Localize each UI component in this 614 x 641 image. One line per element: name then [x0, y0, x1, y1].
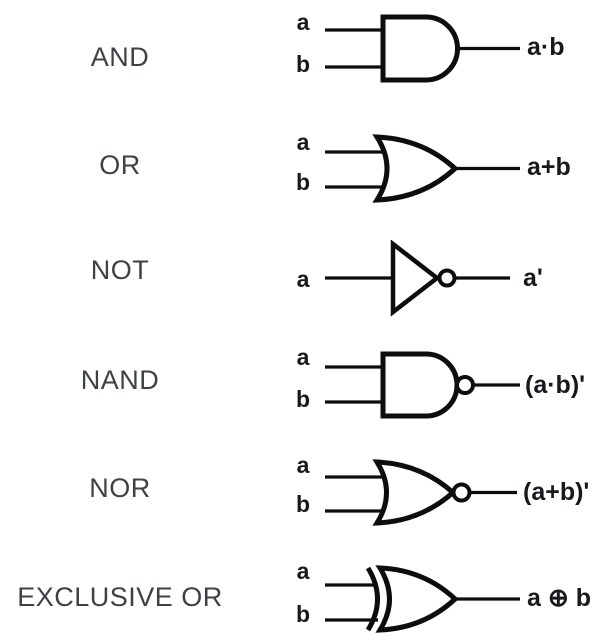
output-label-xor: a ⊕ b: [527, 584, 592, 612]
input-label-a: a: [296, 9, 310, 35]
gate-name-xor: EXCLUSIVE OR: [17, 582, 223, 612]
inversion-bubble: [451, 482, 472, 503]
input-label-b: b: [295, 51, 311, 77]
gate-name-and: AND: [90, 42, 150, 72]
xor-extra-arc: [365, 566, 380, 632]
input-label-a: a: [296, 266, 310, 292]
inversion-bubble: [455, 375, 475, 395]
not-gate-body: [390, 240, 441, 317]
nor-gate-icon: [325, 459, 517, 526]
output-label-nor: (a+b)': [523, 478, 590, 506]
input-label-b: b: [295, 601, 311, 627]
nand-gate-body: [380, 351, 460, 419]
input-label-b: b: [295, 169, 311, 195]
gate-name-or: OR: [99, 150, 141, 180]
nand-gate-icon: [325, 351, 520, 419]
output-label-and: a·b: [527, 33, 565, 61]
output-label-not: a': [523, 264, 543, 292]
input-label-b: b: [295, 491, 311, 517]
or-gate-body: [372, 134, 459, 203]
input-label-a: a: [296, 129, 310, 155]
not-gate-icon: [325, 240, 510, 317]
xor-gate-icon: [325, 565, 520, 633]
input-label-a: a: [296, 452, 310, 478]
gate-name-not: NOT: [90, 255, 150, 285]
input-label-a: a: [296, 344, 310, 370]
input-label-b: b: [295, 386, 311, 412]
and-gate-body: [380, 14, 460, 83]
nor-gate-body: [372, 459, 457, 526]
gate-name-nand: NAND: [80, 365, 160, 395]
input-label-a: a: [296, 558, 310, 584]
inversion-bubble: [437, 268, 457, 288]
or-gate-icon: [325, 134, 520, 203]
xor-gate-body: [375, 565, 459, 633]
output-label-nand: (a·b)': [525, 371, 586, 399]
gate-name-nor: NOR: [89, 473, 151, 503]
output-label-or: a+b: [527, 153, 571, 181]
and-gate-icon: [325, 14, 520, 83]
